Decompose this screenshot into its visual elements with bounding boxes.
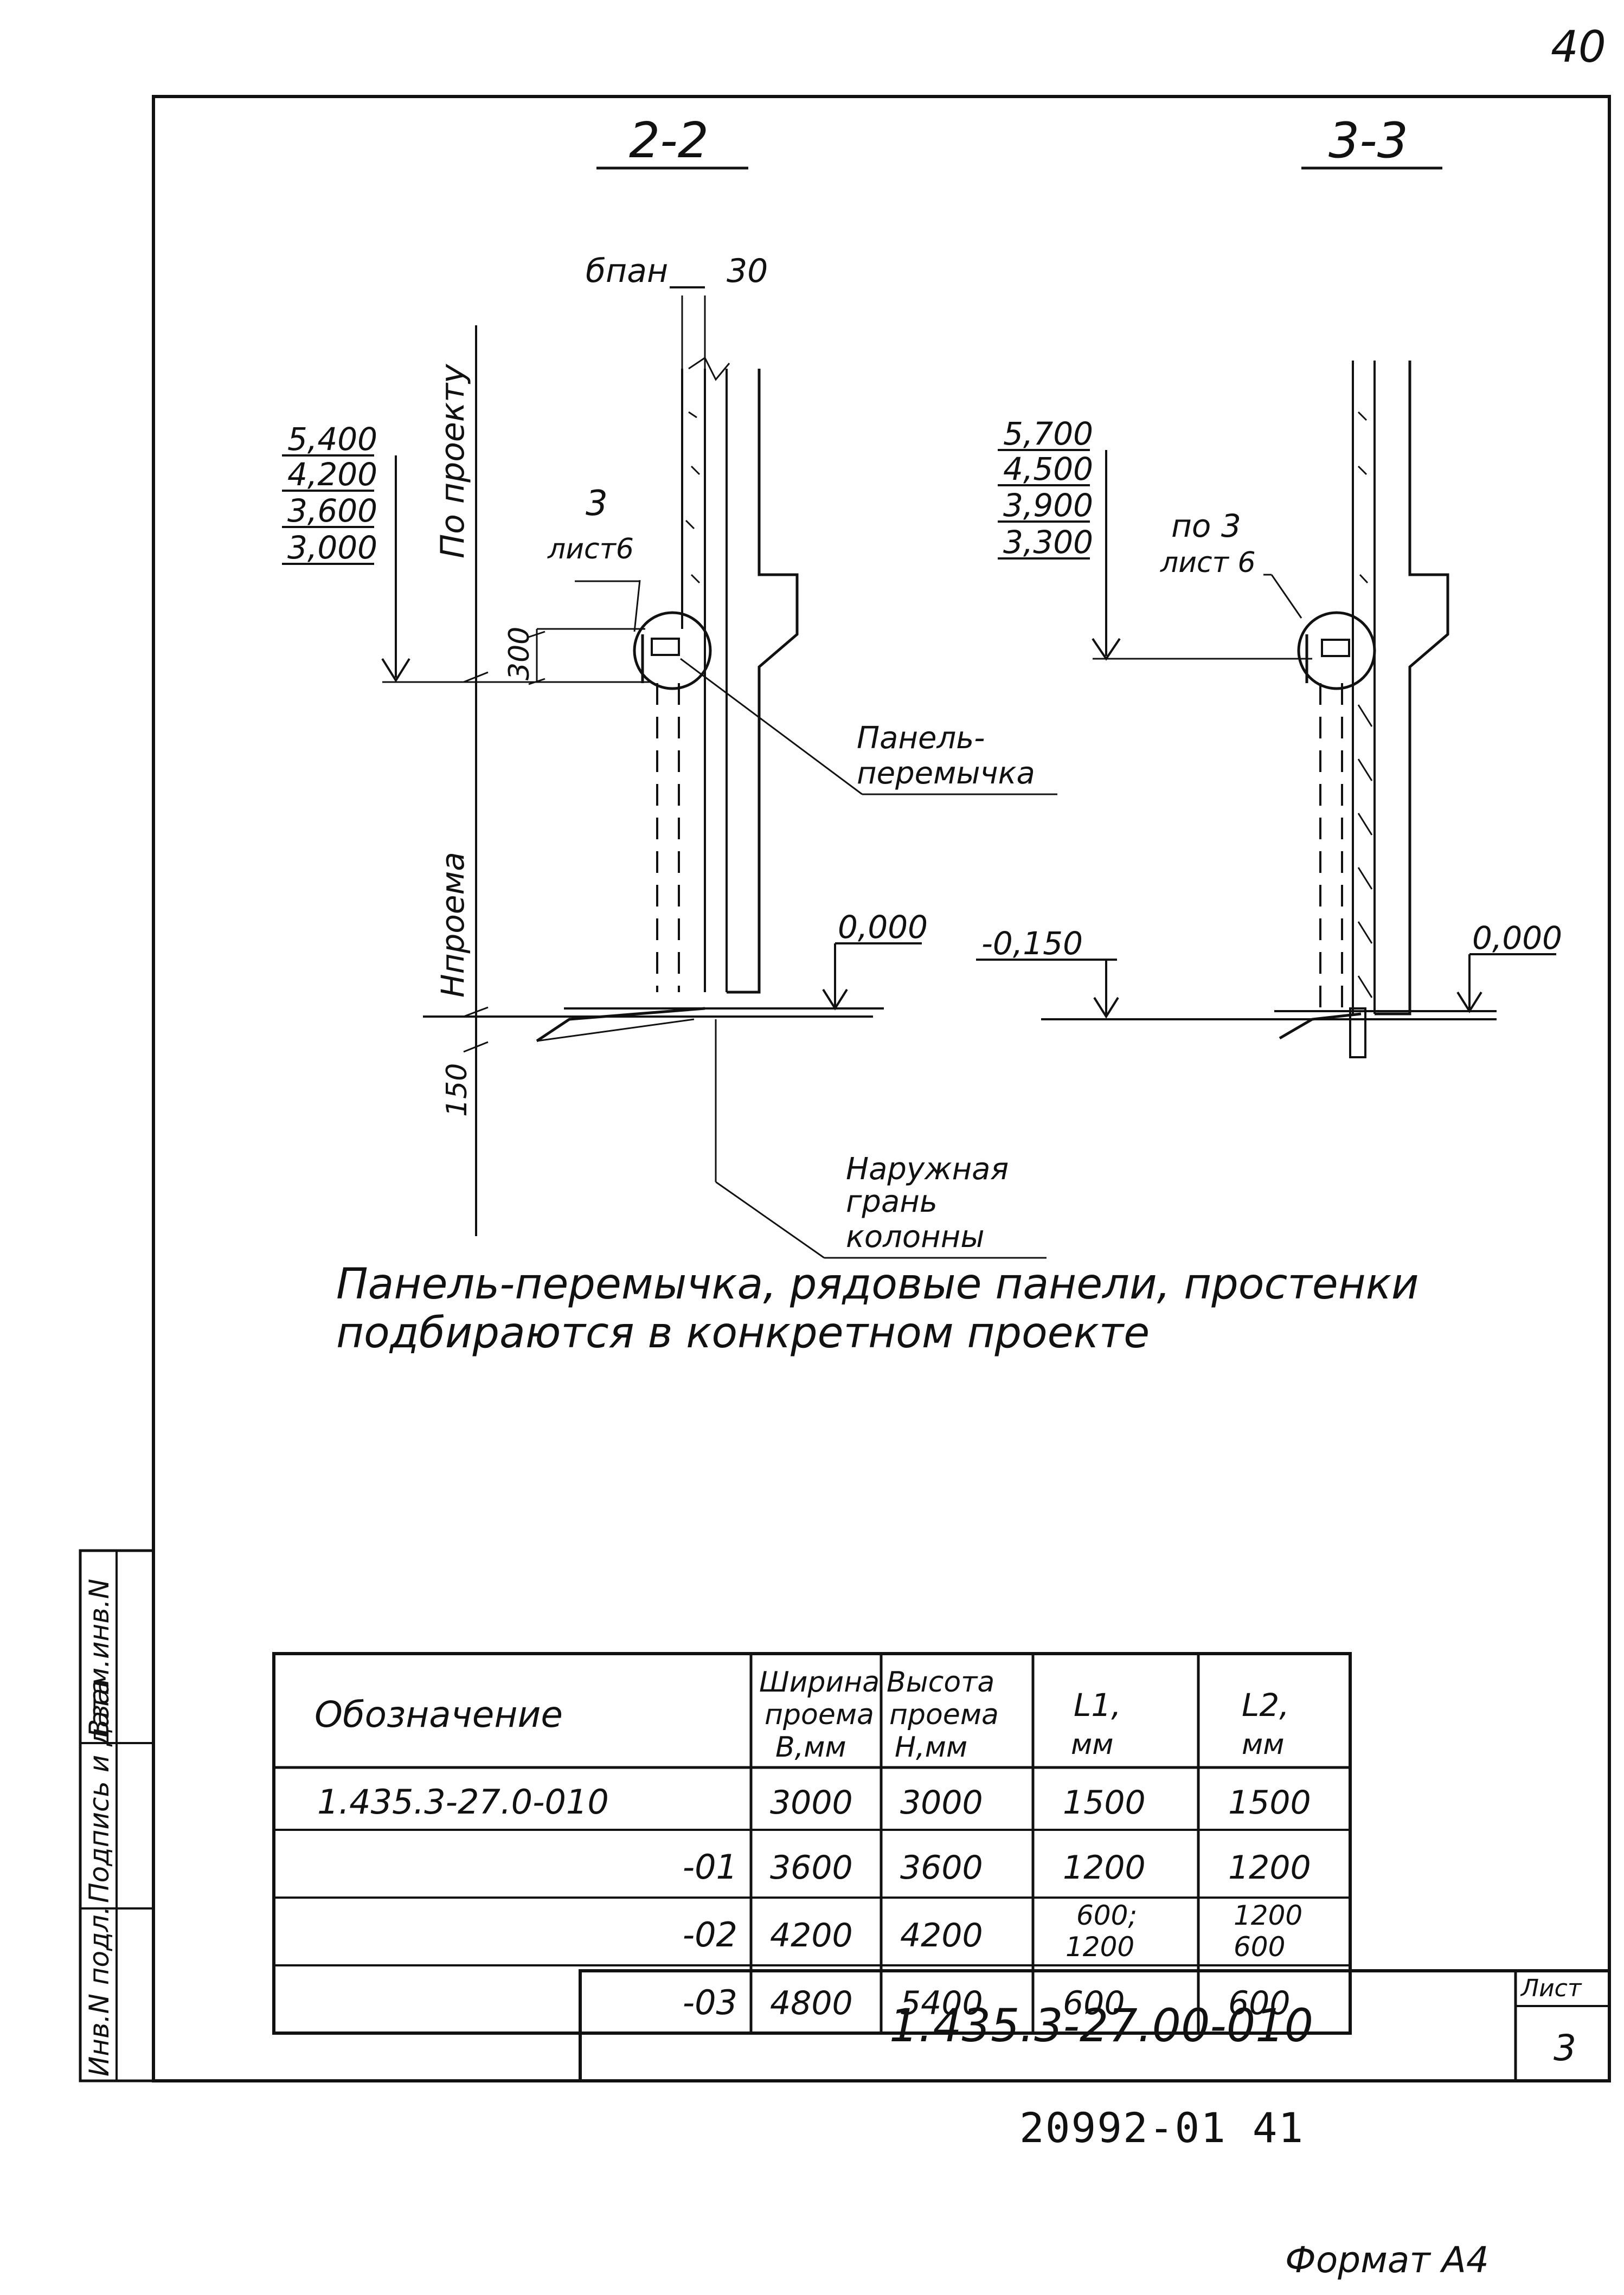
row-0-width: 3000 xyxy=(770,1784,853,1822)
th-height-3: Н,мм xyxy=(895,1731,967,1764)
row-2-height: 4200 xyxy=(900,1917,983,1955)
row-0-l2: 1500 xyxy=(1228,1784,1311,1822)
th-height-1: Высота xyxy=(887,1666,994,1699)
row-2-l1: 600; xyxy=(1076,1900,1137,1931)
row-0-l1: 1500 xyxy=(1063,1784,1146,1822)
row-3-width: 4800 xyxy=(770,1984,853,2022)
left-dim-30: 30 xyxy=(727,252,768,290)
th-l2-2: мм xyxy=(1242,1728,1284,1761)
row-3-designation: -03 xyxy=(683,1983,737,2022)
left-dim-300: 300 xyxy=(503,627,536,680)
page-number: 40 xyxy=(1551,22,1606,72)
stamp-replace-label: Взам.инв.N xyxy=(84,1579,115,1738)
th-width-2: проема xyxy=(765,1699,874,1731)
left-label-panel-1: Панель- xyxy=(857,721,985,756)
section-title-right: 3-3 xyxy=(1328,112,1408,169)
side-stamp: Инв.N подл. Подпись и дата Взам.инв.N xyxy=(79,1549,155,2082)
row-3-l1: 600 xyxy=(1063,1984,1125,2022)
left-label-h-opening: Нпроема xyxy=(434,852,471,998)
section-left-geometry xyxy=(282,286,1057,1259)
right-elev-1: 5,700 xyxy=(1003,415,1093,452)
left-label-outer-1: Наружная xyxy=(846,1152,1009,1187)
row-1-l2: 1200 xyxy=(1228,1849,1311,1887)
section-right-geometry xyxy=(976,361,1556,1058)
row-0-height: 3000 xyxy=(900,1784,983,1822)
left-callout-num: 3 xyxy=(586,484,608,524)
sheet-label: Лист xyxy=(1520,1975,1582,2002)
row-1-height: 3600 xyxy=(900,1849,983,1887)
row-2-l2: 1200 xyxy=(1234,1900,1302,1931)
th-height-2: проема xyxy=(889,1699,999,1731)
archive-number: 20992-01 41 xyxy=(1019,2104,1305,2152)
row-3-height: 5400 xyxy=(900,1984,983,2022)
row-3-l2: 600 xyxy=(1228,1984,1291,2022)
left-dim-150: 150 xyxy=(441,1063,473,1117)
left-elev-3: 3,600 xyxy=(287,492,377,529)
section-title-left: 2-2 xyxy=(629,112,709,169)
row-0-designation: 1.435.3-27.0-010 xyxy=(317,1782,609,1822)
left-label-outer-2: грань xyxy=(846,1184,938,1219)
note-line-1: Панель-перемычка, рядовые панели, просте… xyxy=(336,1260,1419,1309)
title-block xyxy=(579,1969,1611,2082)
note-line-2: подбираются в конкретном проекте xyxy=(336,1309,1150,1358)
left-elev-2: 4,200 xyxy=(287,456,377,493)
row-1-designation: -01 xyxy=(683,1847,737,1887)
left-label-panel-2: перемычка xyxy=(857,756,1035,791)
right-elev-2: 4,500 xyxy=(1003,451,1093,487)
th-l1-1: L1, xyxy=(1074,1687,1121,1724)
left-dim-bpan: бпан xyxy=(586,252,668,290)
format-label: Формат А4 xyxy=(1285,2239,1489,2281)
th-l1-2: мм xyxy=(1071,1728,1113,1761)
row-2-l2b: 600 xyxy=(1234,1931,1285,1963)
left-label-per-project: По проекту xyxy=(434,363,472,558)
right-callout-sheet: лист 6 xyxy=(1160,547,1256,579)
row-1-l1: 1200 xyxy=(1063,1849,1146,1887)
th-designation: Обозначение xyxy=(314,1694,563,1735)
row-2-designation: -02 xyxy=(683,1915,737,1955)
stamp-inv-label: Инв.N подл. xyxy=(84,1906,115,2077)
th-width-1: Ширина xyxy=(759,1666,880,1699)
left-elev-zero: 0,000 xyxy=(838,909,928,946)
right-elev-zero: 0,000 xyxy=(1472,920,1562,956)
right-elev-4: 3,300 xyxy=(1003,524,1093,561)
left-elev-1: 5,400 xyxy=(287,421,377,458)
doc-code: 1.435.3-27.00-010 xyxy=(889,1999,1313,2052)
th-l2-1: L2, xyxy=(1242,1687,1289,1724)
stamp-sign-label: Подпись и дата xyxy=(84,1679,115,1903)
left-elev-4: 3,000 xyxy=(287,529,377,566)
row-2-l1b: 1200 xyxy=(1065,1931,1134,1963)
row-2-width: 4200 xyxy=(770,1917,853,1955)
th-width-3: В,мм xyxy=(775,1731,846,1764)
right-callout-num: по 3 xyxy=(1171,507,1241,544)
left-label-outer-3: колонны xyxy=(846,1219,985,1255)
row-1-width: 3600 xyxy=(770,1849,853,1887)
right-elev-3: 3,900 xyxy=(1003,487,1093,524)
left-callout-sheet: лист6 xyxy=(547,533,634,565)
sheet-number: 3 xyxy=(1554,2027,1576,2069)
right-elev-minus: -0,150 xyxy=(981,925,1083,962)
